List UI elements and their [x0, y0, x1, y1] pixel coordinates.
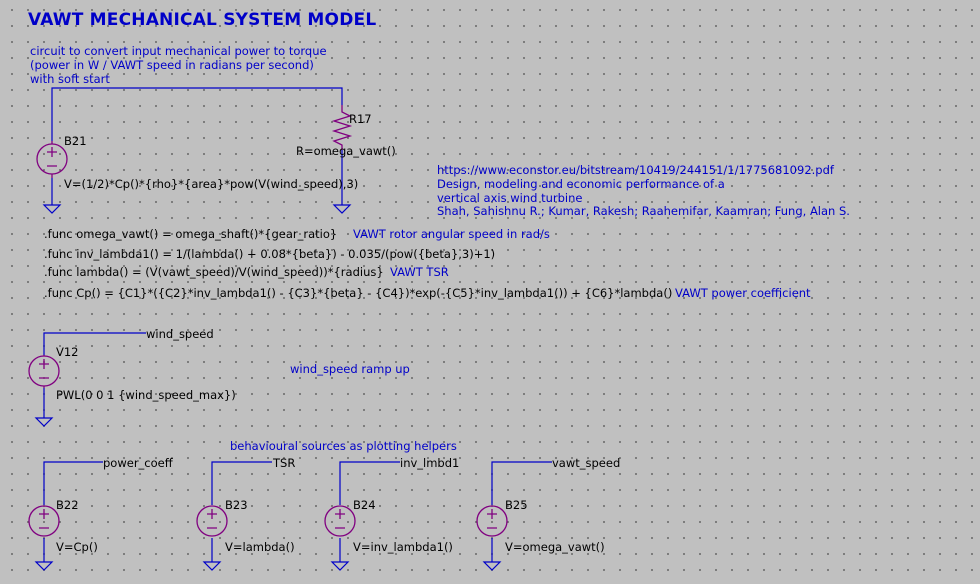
- cp-note-comment[interactable]: VAWT power coefficient: [675, 286, 811, 300]
- r17-value-label[interactable]: R=omega_vawt(): [296, 144, 396, 158]
- reference-authors[interactable]: Shah, Sahishnu R.; Kumar, Rakesh; Raahem…: [437, 204, 850, 218]
- net-label-power-coeff[interactable]: power_coeff: [103, 456, 173, 470]
- b21-value-label[interactable]: V=(1/2)*Cp()*{rho}*{area}*pow(V(wind_spe…: [64, 177, 359, 191]
- b23-value-label[interactable]: V=lambda(): [225, 540, 295, 554]
- directive-lambda[interactable]: .func lambda() = (V(vawt_speed)/V(wind_s…: [44, 265, 384, 279]
- source-b24[interactable]: [324, 505, 356, 537]
- wire-b23-tsr: [211, 461, 272, 505]
- source-b23[interactable]: [196, 505, 228, 537]
- b22-value-label[interactable]: V=Cp(): [56, 540, 98, 554]
- wire-b25-vawt-speed: [491, 461, 552, 505]
- ground-symbol-b23: [202, 561, 222, 571]
- ground-symbols: [34, 204, 502, 571]
- ground-symbol-r17: [332, 204, 352, 214]
- ground-symbol-b22: [34, 561, 54, 571]
- ground-symbol-b24: [330, 561, 350, 571]
- wires: [43, 87, 552, 562]
- ground-symbol-b25: [482, 561, 502, 571]
- v12-value-label[interactable]: PWL(0 0 1 {wind_speed_max}): [56, 388, 236, 402]
- directive-cp[interactable]: .func Cp() = {C1}*({C2}*inv_lambda1() - …: [44, 286, 673, 300]
- resistor-r17[interactable]: [331, 105, 353, 150]
- net-label-tsr[interactable]: TSR: [273, 456, 296, 470]
- b21-ref-label[interactable]: B21: [64, 134, 87, 148]
- schematic-title: VAWT MECHANICAL SYSTEM MODEL: [28, 10, 377, 30]
- directive-omega-vawt[interactable]: .func omega_vawt() = omega_shaft()*{gear…: [44, 227, 338, 241]
- tsr-note-comment[interactable]: VAWT TSR: [390, 265, 449, 279]
- v12-ref-label[interactable]: V12: [56, 345, 79, 359]
- helpers-note-comment[interactable]: behavioural sources as plotting helpers: [230, 439, 457, 453]
- source-b21[interactable]: [36, 141, 68, 178]
- b25-ref-label[interactable]: B25: [505, 498, 528, 512]
- reference-line-3[interactable]: vertical axis wind turbine: [437, 191, 583, 205]
- intro-comment-line-1[interactable]: circuit to convert input mechanical powe…: [30, 44, 327, 58]
- b24-value-label[interactable]: V=inv_lambda1(): [353, 540, 453, 554]
- omega-note-comment[interactable]: VAWT rotor angular speed in rad/s: [353, 227, 550, 241]
- wire-top-loop: [51, 87, 343, 141]
- net-label-wind-speed[interactable]: wind_speed: [146, 327, 214, 341]
- reference-line-2[interactable]: Design, modeling and economic performanc…: [437, 177, 725, 191]
- wire-v12-wind-speed: [43, 332, 146, 355]
- reference-url[interactable]: https://www.econstor.eu/bitstream/10419/…: [437, 163, 834, 177]
- intro-comment-line-2[interactable]: (power in W / VAWT speed in radians per …: [30, 58, 314, 72]
- r17-ref-label[interactable]: R17: [349, 112, 372, 126]
- ground-symbol-v12: [34, 417, 54, 427]
- source-v12[interactable]: [28, 355, 60, 388]
- ramp-note-comment[interactable]: wind_speed ramp up: [290, 362, 410, 376]
- source-b22[interactable]: [28, 505, 60, 537]
- ground-symbol-b21: [42, 204, 62, 214]
- net-label-vawt-speed[interactable]: vawt_speed: [552, 456, 621, 470]
- wire-b24-inv-lmbd1: [339, 461, 400, 505]
- source-b25[interactable]: [476, 505, 508, 537]
- b23-ref-label[interactable]: B23: [225, 498, 248, 512]
- b25-value-label[interactable]: V=omega_vawt(): [505, 540, 605, 554]
- wire-b22-power-coeff: [43, 461, 103, 505]
- b24-ref-label[interactable]: B24: [353, 498, 376, 512]
- directive-inv-lambda1[interactable]: .func inv_lambda1() = 1/(lambda() + 0.08…: [44, 247, 496, 261]
- intro-comment-line-3[interactable]: with soft start: [30, 72, 110, 86]
- net-label-inv-lmbd1[interactable]: inv_lmbd1: [400, 456, 460, 470]
- b22-ref-label[interactable]: B22: [56, 498, 79, 512]
